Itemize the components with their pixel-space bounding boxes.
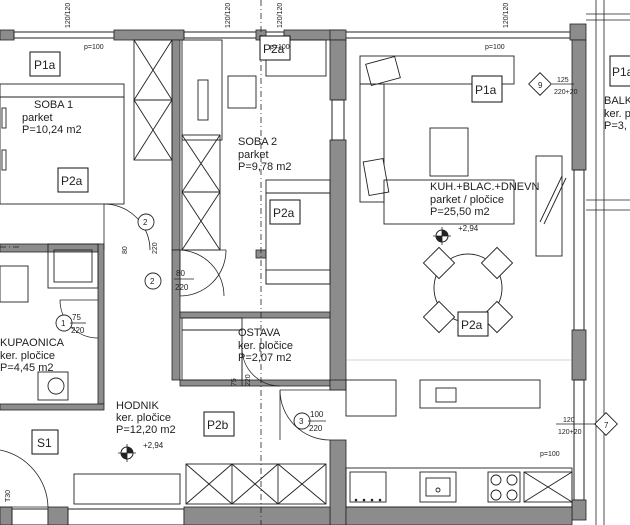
room-area-soba2: P=9,78 m2 — [238, 161, 292, 173]
room-name-soba1: SOBA 1 — [34, 99, 73, 111]
room-name-balkon: BALK — [604, 95, 630, 107]
tag-p2a-soba2: P2a — [273, 206, 295, 220]
door-kuh-h: 220 — [309, 424, 323, 433]
door-annotations: 2 80 220 2 80 220 1 75 220 75 220 3 100 … — [5, 213, 326, 502]
window-7-number: 7 — [604, 421, 609, 430]
side-label-t30: T30 — [5, 490, 12, 502]
door-soba1-number: 2 — [143, 218, 148, 227]
sill-kuh: p=100 — [485, 44, 505, 51]
room-floor-ostava: ker. pločice — [238, 340, 293, 352]
service-furniture — [0, 243, 327, 505]
tag-p2b-hodnik: P2b — [207, 418, 229, 432]
door-kupaonica-h: 220 — [71, 326, 85, 335]
tag-p-balkon: P1a — [612, 65, 630, 79]
door-ostava-h: 220 — [245, 374, 252, 386]
door-kuh-w: 100 — [310, 410, 324, 419]
level-hodnik: +2,94 — [143, 441, 164, 450]
room-floor-kuh: parket / pločice — [430, 194, 504, 206]
sill-soba1: p=100 — [84, 44, 104, 51]
window-9-h: 220+20 — [554, 89, 578, 96]
room-floor-hodnik: ker. pločice — [116, 412, 171, 424]
room-area-kupaonica: P=4,45 m2 — [0, 362, 54, 374]
tag-p1a-soba1: P1a — [34, 58, 56, 72]
tag-p2a-soba1: P2a — [61, 174, 83, 188]
room-area-soba1: P=10,24 m2 — [22, 124, 82, 136]
room-floor-balkon: ker. p — [604, 108, 630, 120]
room-area-ostava: P=2,07 m2 — [238, 352, 292, 364]
room-name-kupaonica: KUPAONICA — [0, 337, 65, 349]
soba1-furniture — [0, 39, 173, 205]
door-kuh-number: 3 — [299, 417, 304, 426]
tag-p2a-kuh: P2a — [461, 318, 483, 332]
window-top-2: 120/120 — [225, 3, 232, 28]
room-name-hodnik: HODNIK — [116, 400, 159, 412]
window-annotations: 9 125 220+20 7 120 120+20 120/120 120/12… — [65, 3, 618, 458]
door-soba1-h: 220 — [152, 242, 159, 254]
sill-soba2: p=100 — [270, 44, 290, 51]
tag-s1: S1 — [37, 436, 52, 450]
tag-p1a-kuh: P1a — [475, 83, 497, 97]
room-labels: SOBA 1 parket P=10,24 m2 SOBA 2 parket P… — [0, 95, 630, 436]
room-floor-soba2: parket — [238, 149, 269, 161]
soba2-furniture — [181, 39, 331, 285]
door-soba1-w: 80 — [122, 246, 129, 254]
room-area-hodnik: P=12,20 m2 — [116, 424, 176, 436]
room-area-kuh: P=25,50 m2 — [430, 206, 490, 218]
level-kuh: +2,94 — [458, 224, 479, 233]
room-floor-soba1: parket — [22, 112, 53, 124]
door-soba2-number: 2 — [150, 277, 155, 286]
window-7-w: 120 — [563, 417, 575, 424]
room-floor-kupaonica: ker. pločice — [0, 350, 55, 362]
tags: P1a P2a P2a P2a P1a P2a P1a P2b S1 — [29, 35, 630, 455]
window-top-4: 120/120 — [503, 3, 510, 28]
window-9-number: 9 — [538, 81, 543, 90]
door-ostava-w: 75 — [231, 378, 238, 386]
room-name-kuh: KUH.+BLAC.+DNEVN — [430, 181, 539, 193]
door-soba2-h: 220 — [175, 283, 189, 292]
living-furniture — [345, 55, 573, 508]
tag-p2a-soba2-top: P2a — [263, 42, 285, 56]
sill-kitchen: p=100 — [540, 451, 560, 458]
window-top-1: 120/120 — [65, 3, 72, 28]
room-area-balkon: P=3, — [604, 120, 627, 132]
door-kupaonica-w: 75 — [72, 313, 81, 322]
door-soba2-w: 80 — [176, 269, 185, 278]
window-7-h: 120+20 — [558, 429, 582, 436]
window-top-3: 120/120 — [277, 3, 284, 28]
room-name-ostava: OSTAVA — [238, 327, 281, 339]
door-kupaonica-number: 1 — [61, 319, 66, 328]
doors — [0, 203, 331, 508]
room-name-soba2: SOBA 2 — [238, 136, 277, 148]
window-9-w: 125 — [557, 77, 569, 84]
level-markers: +2,94 +2,94 — [118, 224, 479, 462]
